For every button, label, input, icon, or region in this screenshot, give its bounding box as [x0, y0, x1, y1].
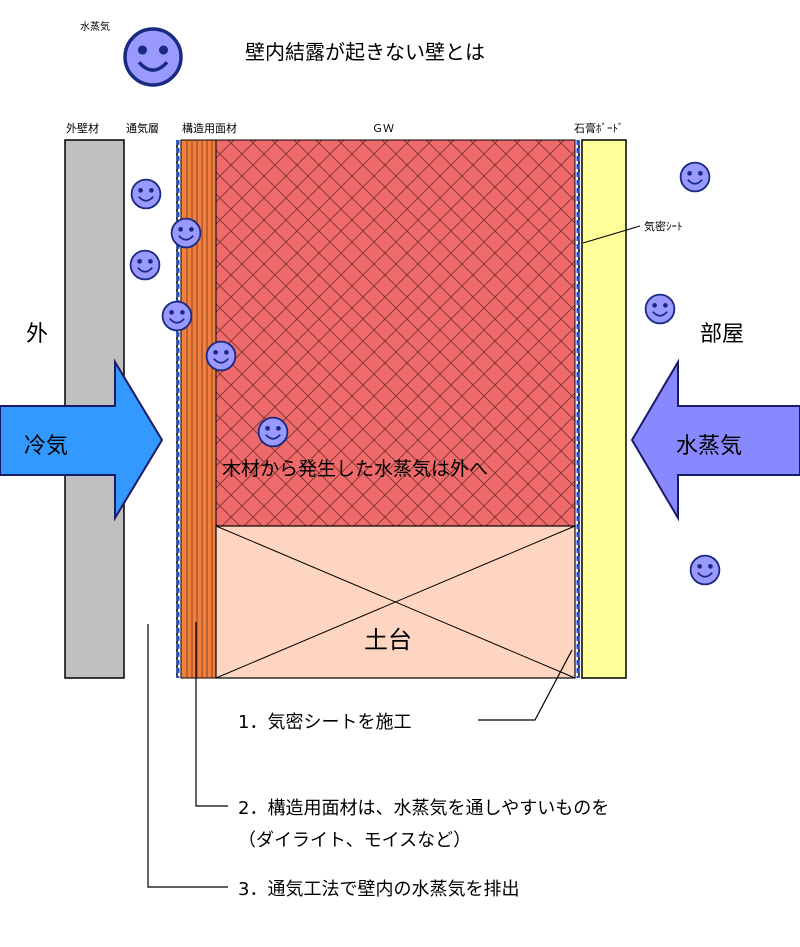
- water-vapor-arrow: [630, 358, 800, 522]
- label-insulation: ＧＷ: [372, 122, 394, 135]
- note-2-line-2: （ダイライト、モイスなど）: [238, 830, 472, 851]
- diagram-title: 壁内結露が起きない壁とは: [245, 40, 485, 64]
- sill-label: 土台: [364, 626, 412, 654]
- airtight-sheet-leader: [582, 225, 641, 244]
- sill: [215, 525, 576, 679]
- vapor-face-legend-icon: [123, 27, 183, 87]
- vapor-face-icon: [689, 554, 721, 586]
- label-room: 部屋: [700, 322, 745, 347]
- note3-leader: [147, 624, 228, 888]
- note-3: 3．通気工法で壁内の水蒸気を排出: [238, 879, 520, 900]
- note-2-line-1: 2．構造用面材は、水蒸気を通しやすいものを: [238, 798, 610, 819]
- note2-leader: [195, 622, 228, 807]
- vapor-face-icon: [205, 340, 237, 372]
- label-gypsum-board: 石膏ﾎﾞｰﾄﾞ: [574, 122, 624, 135]
- label-airtight-sheet: 気密ｼｰﾄ: [644, 220, 683, 233]
- note1-leader: [478, 649, 573, 721]
- vapor-face-icon: [161, 300, 193, 332]
- vapor-face-icon: [130, 178, 162, 210]
- cold-air-label: 冷気: [24, 434, 69, 459]
- vapor-face-icon: [644, 293, 676, 325]
- water-vapor-label: 水蒸気: [676, 434, 743, 459]
- label-ventilation-layer: 通気層: [126, 122, 159, 135]
- cold-air-arrow: [0, 358, 164, 522]
- legend-face-label: 水蒸気: [80, 22, 110, 33]
- gypsum-board: [581, 139, 627, 679]
- label-exterior-cladding: 外壁材: [66, 122, 99, 135]
- airtight-sheet-right: [576, 140, 580, 678]
- label-outside: 外: [26, 322, 49, 347]
- label-structural-panel: 構造用面材: [182, 122, 237, 135]
- note-1: 1．気密シートを施工: [238, 712, 412, 733]
- vapor-face-icon: [679, 161, 711, 193]
- vapor-face-icon: [170, 217, 202, 249]
- vapor-face-icon: [257, 416, 289, 448]
- insulation-note: 木材から発生した水蒸気は外へ: [222, 458, 489, 480]
- vapor-face-icon: [129, 249, 161, 281]
